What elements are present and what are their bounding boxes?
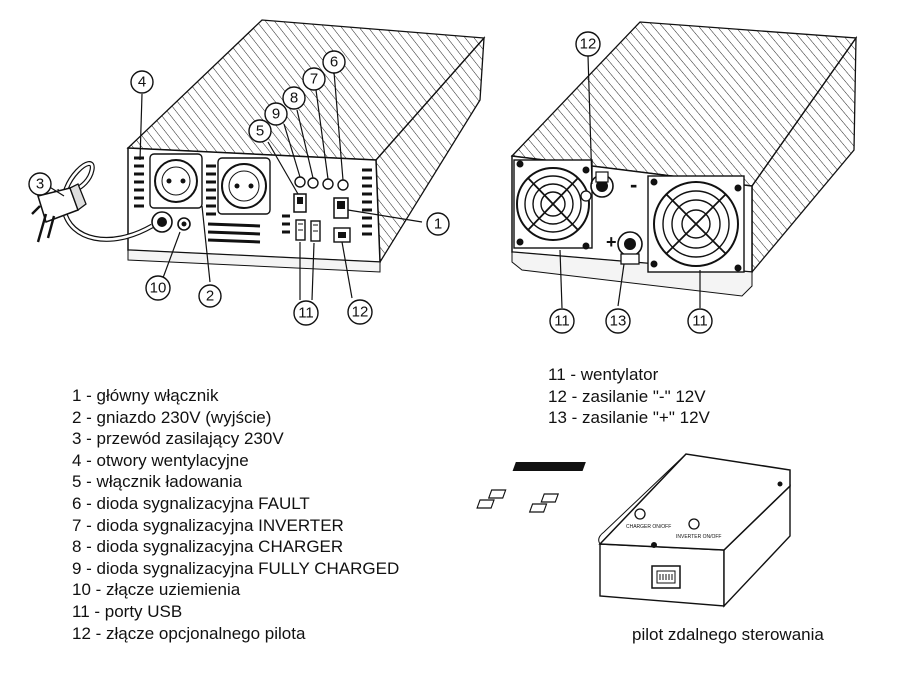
inverter-rear-view: - +	[510, 21, 858, 297]
remote-control: REMOTE SWITCH CHARGER ON/OFF INVERTER ON…	[476, 453, 791, 608]
vent-slots-right	[362, 168, 372, 236]
legend-item: 2 - gniazdo 230V (wyjście)	[72, 407, 272, 427]
base-plate	[127, 249, 381, 273]
svg-text:9: 9	[272, 106, 280, 123]
callout-3: 3	[28, 172, 52, 196]
legend-item: 9 - dioda sygnalizacyjna FULLY CHARGED	[72, 558, 400, 578]
remote-inverter-switch-2	[528, 503, 548, 513]
legend-item: 11 - wentylator	[548, 365, 659, 384]
remote-charger-switch	[487, 489, 507, 499]
remote-header: REMOTE SWITCH	[688, 466, 739, 472]
svg-text:11: 11	[298, 305, 314, 322]
led-charger	[307, 177, 319, 189]
inverter-front-view	[31, 19, 486, 273]
fan-left	[513, 159, 593, 250]
fan-right	[647, 175, 745, 273]
legend-item: 1 - główny włącznik	[72, 386, 219, 405]
svg-text:3: 3	[36, 176, 44, 193]
vent-slots-middle	[206, 164, 216, 216]
callout-7: 7	[302, 67, 326, 91]
legend-item: 5 - włącznik ładowania	[72, 472, 243, 492]
legend-item: 10 - złącze uziemienia	[72, 580, 241, 600]
remote-charger-label: CHARGER ON/OFF	[626, 524, 671, 530]
remote-caption: pilot zdalnego sterowania	[632, 625, 824, 644]
callout-8: 8	[282, 86, 306, 110]
legend-item: 8 - dioda sygnalizacyjna CHARGER	[72, 537, 344, 557]
svg-text:8: 8	[290, 90, 298, 107]
callout-12-remote-jack: 12	[347, 299, 373, 325]
socket-right	[217, 157, 271, 215]
remote-inverter-switch	[540, 493, 560, 503]
callout-5: 5	[248, 119, 272, 143]
svg-text:7: 7	[310, 71, 318, 88]
callout-11-fan-left: 11	[549, 308, 575, 334]
minus-sign: -	[630, 172, 637, 197]
svg-text:5: 5	[256, 123, 264, 140]
remote-rj-port	[651, 565, 681, 589]
negative-terminal	[580, 171, 614, 202]
plus-sign: +	[606, 232, 617, 252]
callout-11-fan-right: 11	[687, 308, 713, 334]
legend-item: 4 - otwory wentylacyjne	[72, 450, 249, 470]
callout-11-usb: 11	[293, 300, 319, 326]
svg-text:10: 10	[150, 280, 167, 297]
svg-text:11: 11	[692, 313, 708, 330]
leader-lines-rear	[559, 55, 701, 309]
legend-left: 1 - główny włącznik 2 - gniazdo 230V (wy…	[72, 385, 399, 644]
svg-text:12: 12	[352, 304, 369, 321]
callout-2: 2	[198, 284, 222, 308]
remote-charger-switch-2	[476, 499, 495, 509]
led-fully-charged	[294, 176, 306, 188]
callout-10: 10	[145, 275, 171, 301]
legend-item: 11 - porty USB	[72, 601, 183, 621]
svg-text:11: 11	[554, 313, 570, 330]
svg-text:2: 2	[206, 288, 214, 305]
led-inverter	[322, 178, 334, 190]
svg-text:4: 4	[138, 74, 146, 91]
callout-13: 13	[605, 308, 631, 334]
positive-terminal	[617, 231, 643, 265]
svg-text:12: 12	[580, 36, 597, 53]
vent-slots-left	[134, 156, 144, 208]
legend-item: 7 - dioda sygnalizacyjna INVERTER	[72, 515, 344, 535]
remote-inverter-label: INVERTER ON/OFF	[676, 534, 721, 540]
callout-12-negative: 12	[575, 31, 601, 57]
led-fault	[337, 179, 349, 191]
socket-left	[149, 153, 203, 209]
legend-item: 3 - przewód zasilający 230V	[72, 429, 284, 449]
callout-6: 6	[322, 50, 346, 74]
legend-right: 11 - wentylator 12 - zasilanie "-" 12V 1…	[548, 364, 710, 429]
vent-slots-lower	[207, 214, 290, 244]
legend-item: 12 - zasilanie "-" 12V	[548, 386, 706, 406]
leader-lines-front	[47, 71, 423, 301]
remote-top	[598, 453, 791, 551]
callout-9: 9	[264, 102, 288, 126]
status-leds	[294, 176, 349, 191]
svg-text:13: 13	[610, 313, 627, 330]
inverter-led	[688, 518, 700, 530]
callout-1: 1	[426, 212, 450, 236]
legend-item: 13 - zasilanie "+" 12V	[548, 408, 710, 428]
power-plug	[31, 183, 87, 243]
charger-led	[634, 508, 646, 520]
svg-text:1: 1	[434, 216, 442, 233]
legend-item: 12 - złącze opcjonalnego pilota	[72, 623, 306, 643]
remote-header-bar	[512, 462, 586, 471]
callout-4: 4	[130, 70, 154, 94]
legend-item: 6 - dioda sygnalizacyjna FAULT	[72, 493, 310, 513]
svg-text:6: 6	[330, 54, 338, 71]
